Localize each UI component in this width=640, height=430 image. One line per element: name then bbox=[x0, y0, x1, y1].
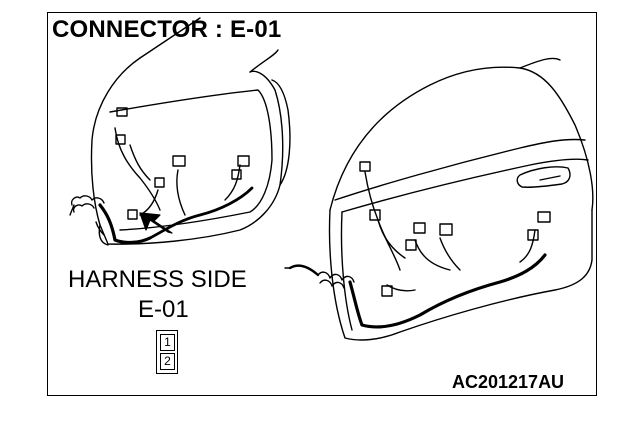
connector-title: CONNECTOR : E-01 bbox=[52, 16, 282, 43]
left-door bbox=[69, 17, 291, 246]
right-door bbox=[284, 57, 594, 341]
diagram-frame bbox=[47, 12, 597, 396]
pin-2: 2 bbox=[160, 353, 175, 370]
pin-1: 1 bbox=[160, 334, 175, 351]
connector-pin-block: 1 2 bbox=[156, 330, 178, 374]
harness-side-label: HARNESS SIDE bbox=[68, 266, 247, 293]
figure-code: AC201217AU bbox=[452, 372, 565, 392]
connector-id-label: E-01 bbox=[138, 296, 189, 323]
